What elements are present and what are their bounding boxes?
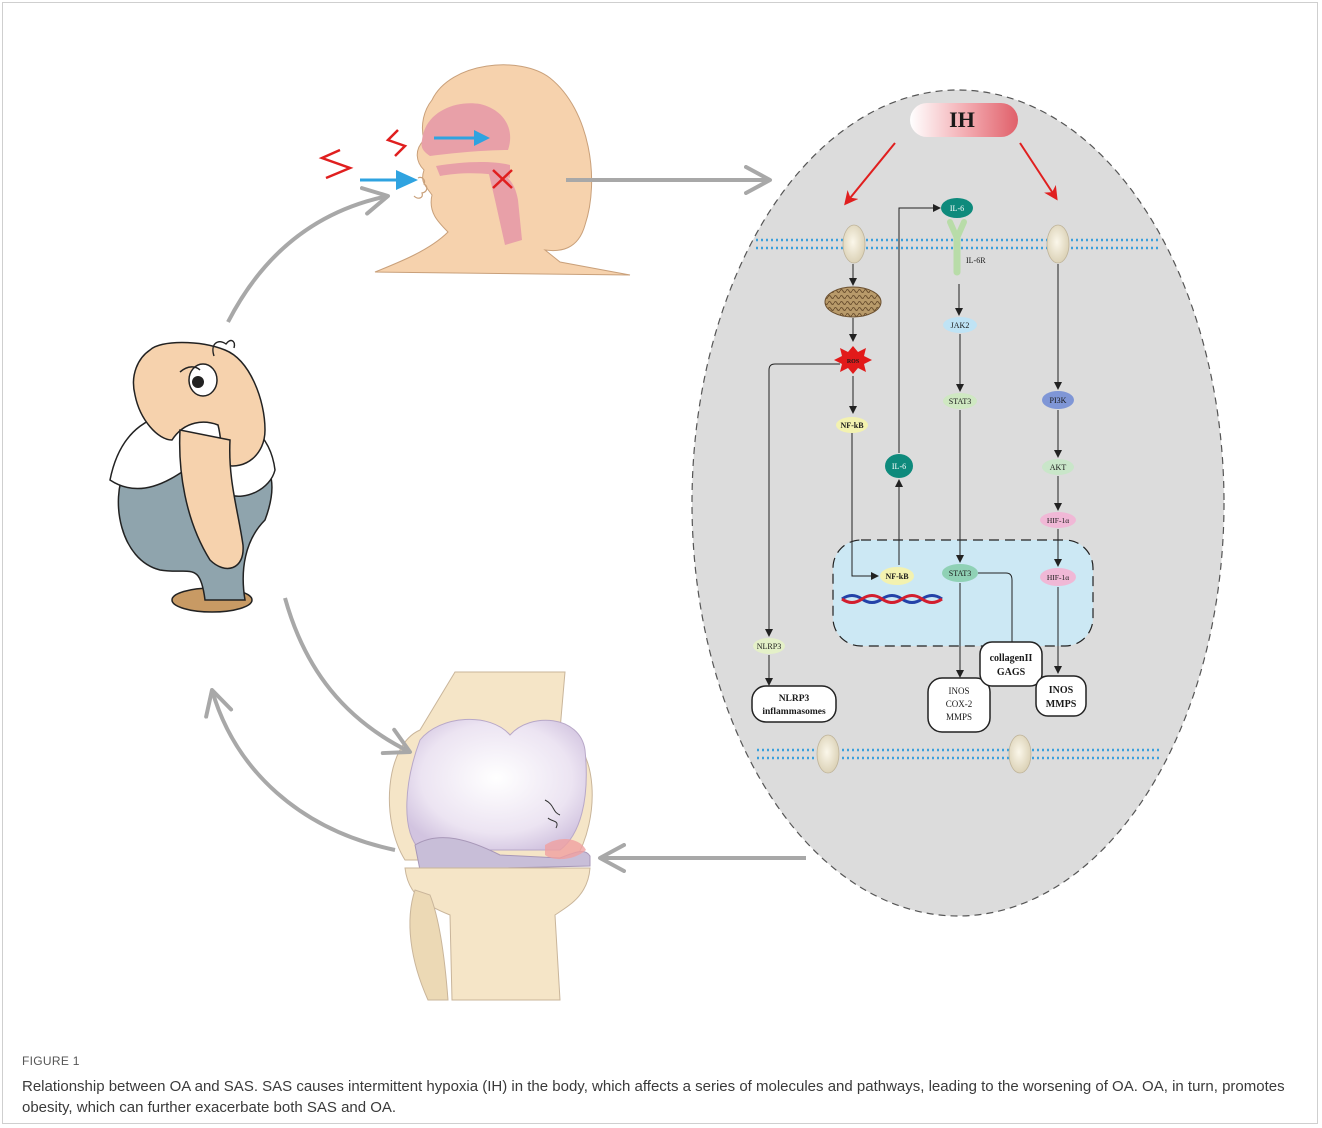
- hif-nucleus-label: HIF-1α: [1047, 573, 1069, 582]
- collagen-gags-box: collagenII GAGS: [980, 642, 1042, 686]
- obese-person-illustration: [110, 341, 275, 612]
- pi3k-node: PI3K: [1042, 391, 1074, 409]
- nfkb-nucleus-label: NF-kB: [885, 572, 909, 581]
- membrane-channel: [1047, 225, 1069, 263]
- nlrp3-label: NLRP3: [757, 642, 781, 651]
- membrane-channel: [817, 735, 839, 773]
- nlrp3-inflammasomes-box: NLRP3 inflammasomes: [752, 686, 836, 722]
- membrane-channel: [843, 225, 865, 263]
- jak2-label: JAK2: [951, 321, 970, 330]
- nfkb-cyto-label: NF-kB: [840, 421, 864, 430]
- il6-mid-node: IL-6: [885, 454, 913, 478]
- hif-nucleus-node: HIF-1α: [1040, 568, 1076, 586]
- figure-diagram: IH ROS NF-kB NF-kB IL-6 NLRP3 IL-6 IL-6R: [0, 0, 1322, 1040]
- inos-mmps-line-1: INOS: [1049, 685, 1074, 696]
- il6r-label: IL-6R: [966, 256, 986, 265]
- stat3-label: STAT3: [949, 397, 971, 406]
- il6-top-label: IL-6: [950, 204, 964, 213]
- knee-joint-illustration: [389, 672, 592, 1000]
- inos-cox-line-1: INOS: [948, 686, 969, 696]
- stat3-node: STAT3: [943, 393, 977, 409]
- inos-mmps-line-2: MMPS: [1046, 699, 1077, 710]
- membrane-channel: [1009, 735, 1031, 773]
- akt-label: AKT: [1050, 463, 1067, 472]
- ros-label: ROS: [847, 359, 860, 365]
- nfkb-nucleus-node: NF-kB: [880, 567, 914, 585]
- akt-node: AKT: [1042, 459, 1074, 475]
- jak2-node: JAK2: [943, 317, 977, 333]
- ih-label: IH: [949, 107, 975, 132]
- hif-cyto-node: HIF-1α: [1040, 512, 1076, 528]
- collagen-line-2: GAGS: [997, 667, 1026, 678]
- il6-mid-label: IL-6: [892, 462, 906, 471]
- inos-cox-line-2: COX-2: [946, 699, 973, 709]
- inos-cox-mmps-box: INOS COX-2 MMPS: [928, 678, 990, 732]
- figure-label: FIGURE 1: [22, 1054, 1302, 1068]
- nlrp3-node: NLRP3: [753, 638, 785, 654]
- figure-caption-text: Relationship between OA and SAS. SAS cau…: [22, 1076, 1302, 1118]
- hif-cyto-label: HIF-1α: [1047, 516, 1069, 525]
- inos-mmps-box: INOS MMPS: [1036, 676, 1086, 716]
- head-profile-illustration: [322, 65, 630, 275]
- stat3-nucleus-node: STAT3: [942, 564, 978, 582]
- pi3k-label: PI3K: [1050, 396, 1067, 405]
- stat3-nucleus-label: STAT3: [949, 569, 971, 578]
- nfkb-cyto-node: NF-kB: [836, 417, 868, 433]
- nlrp3-box-line-2: inflammasomes: [762, 707, 826, 717]
- ih-node: IH: [910, 103, 1018, 137]
- nlrp3-box-line-1: NLRP3: [779, 694, 810, 704]
- il6-top-node: IL-6: [941, 198, 973, 218]
- collagen-line-1: collagenII: [990, 653, 1033, 664]
- inos-cox-line-3: MMPS: [946, 712, 972, 722]
- mitochondrion: [825, 287, 881, 317]
- nucleus: [833, 540, 1093, 646]
- figure-caption: FIGURE 1 Relationship between OA and SAS…: [22, 1054, 1302, 1118]
